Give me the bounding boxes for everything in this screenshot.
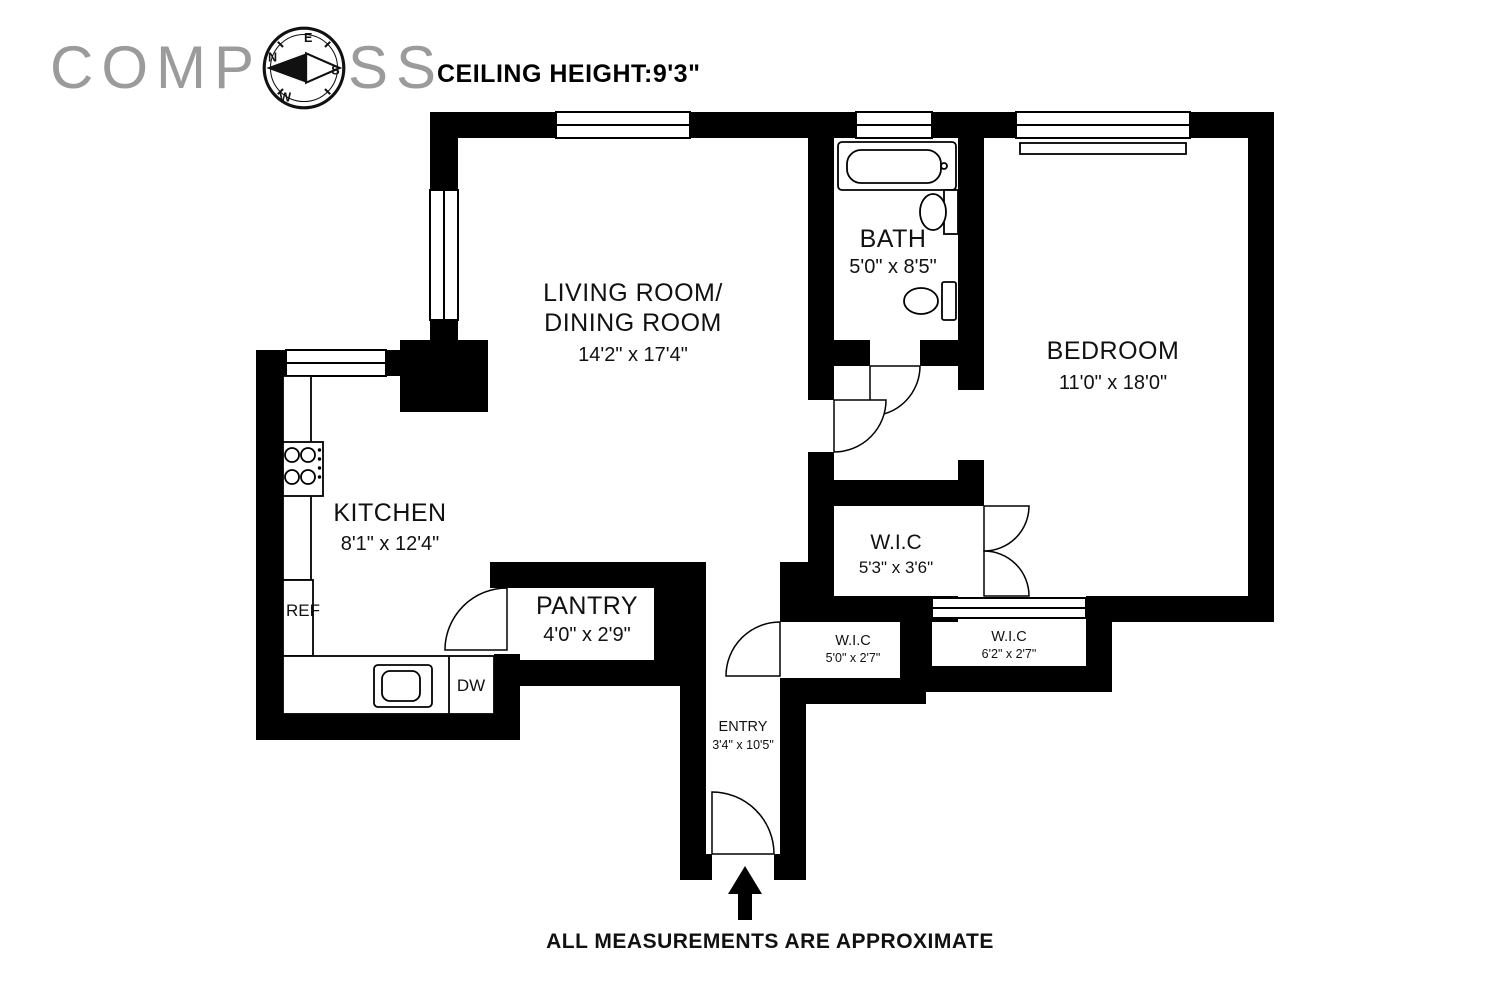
bathtub-basin	[846, 149, 942, 184]
wall-segment	[958, 112, 984, 390]
wall-segment	[256, 350, 283, 740]
rose-label-w: W	[279, 91, 291, 105]
compass-logo: COMP E S W N SS	[50, 24, 444, 112]
rose-ticks	[277, 41, 331, 95]
pantry-dims: 4'0" x 2'9"	[543, 624, 630, 646]
entry-arrow	[728, 866, 762, 920]
stove-burner	[300, 447, 316, 463]
kitchen-sink-basin	[381, 670, 421, 702]
entry-closet-door-swing	[725, 621, 781, 677]
pantry-label: PANTRY	[536, 592, 638, 620]
stove-knob	[317, 457, 322, 461]
toilet-tank	[941, 281, 957, 321]
bath-dims: 5'0" x 8'5"	[849, 256, 936, 278]
dining-room-label: DINING ROOM	[544, 309, 722, 337]
rose-label-n: N	[268, 51, 277, 65]
entry-dims: 3'4" x 10'5"	[712, 738, 774, 752]
wic-double-door-swing-bottom	[983, 550, 1030, 597]
bath-label: BATH	[860, 225, 927, 253]
rose-needle-south	[305, 51, 343, 85]
living-room-label: LIVING ROOM/	[543, 279, 723, 307]
wall-segment	[1248, 112, 1274, 622]
rose-needle-north	[266, 53, 307, 83]
entry-door-swing	[711, 791, 775, 855]
wic-main-dims: 5'3" x 3'6"	[859, 558, 933, 577]
entry-label: ENTRY	[719, 719, 768, 735]
wall-segment	[774, 854, 806, 880]
ceiling-height-label: CEILING HEIGHT:9'3"	[437, 60, 701, 88]
wall-segment	[680, 854, 712, 880]
wic-bedroom-dims: 6'2" x 2'7"	[982, 647, 1037, 661]
pantry-door-swing	[444, 587, 508, 651]
wall-segment	[834, 480, 958, 506]
rose-label-e: E	[304, 31, 312, 45]
bedroom-dims: 11'0" x 18'0"	[1059, 372, 1167, 394]
wic-main-label: W.I.C	[870, 531, 921, 554]
doors-group	[444, 365, 1030, 855]
stove-burner	[284, 447, 300, 463]
wall-segment	[1086, 596, 1274, 622]
kitchen-label: KITCHEN	[333, 499, 446, 527]
wic-bedroom-label: W.I.C	[991, 629, 1026, 645]
kitchen-fixtures-group	[282, 375, 495, 715]
windows-group	[285, 111, 1191, 619]
stove-knob	[317, 466, 322, 470]
dishwasher-label: DW	[457, 676, 485, 695]
stove-burner	[300, 469, 316, 485]
wall-segment	[834, 340, 870, 366]
bedroom-label: BEDROOM	[1047, 337, 1180, 365]
wic-entry-dims: 5'0" x 2'7"	[826, 651, 881, 665]
wall-segment	[808, 112, 834, 400]
hallway-door-swing	[833, 399, 887, 453]
wall-segment	[780, 678, 806, 880]
wall-segment	[1086, 596, 1112, 692]
wall-segment	[808, 452, 834, 596]
brand-text-left: COMP	[50, 34, 262, 101]
stove-knob	[317, 475, 322, 479]
wic-entry-label: W.I.C	[835, 633, 870, 649]
compass-rose-icon: E S W N	[262, 26, 346, 110]
living-room-dims: 14'2" x 17'4"	[578, 344, 688, 366]
arrow-shaft	[738, 894, 752, 920]
wall-segment	[958, 460, 984, 506]
stove-knob	[317, 448, 322, 452]
brand-text-right: SS	[348, 34, 445, 101]
rose-label-s: S	[331, 63, 339, 77]
bathtub-faucet	[940, 162, 948, 170]
bedroom-window-sill	[1019, 142, 1187, 155]
disclaimer-text: ALL MEASUREMENTS ARE APPROXIMATE	[546, 930, 994, 953]
wall-segment	[256, 714, 520, 740]
refrigerator-label: REF	[286, 601, 320, 620]
walls-group	[256, 112, 1274, 880]
bath-sink	[919, 193, 947, 231]
wall-column	[400, 340, 488, 412]
wall-segment	[430, 112, 458, 190]
wall-segment	[494, 660, 680, 686]
wic-double-door-swing-top	[983, 505, 1030, 552]
kitchen-dims: 8'1" x 12'4"	[341, 533, 440, 555]
wall-segment	[490, 562, 680, 588]
labels-group: LIVING ROOM/ DINING ROOM 14'2" x 17'4" B…	[286, 225, 1179, 953]
bath-fixtures-group	[837, 141, 959, 321]
stove-burner	[284, 469, 300, 485]
arrow-head-icon	[728, 866, 762, 894]
toilet-bowl	[903, 287, 939, 315]
wall-segment	[680, 562, 706, 880]
wall-segment	[906, 666, 1112, 692]
